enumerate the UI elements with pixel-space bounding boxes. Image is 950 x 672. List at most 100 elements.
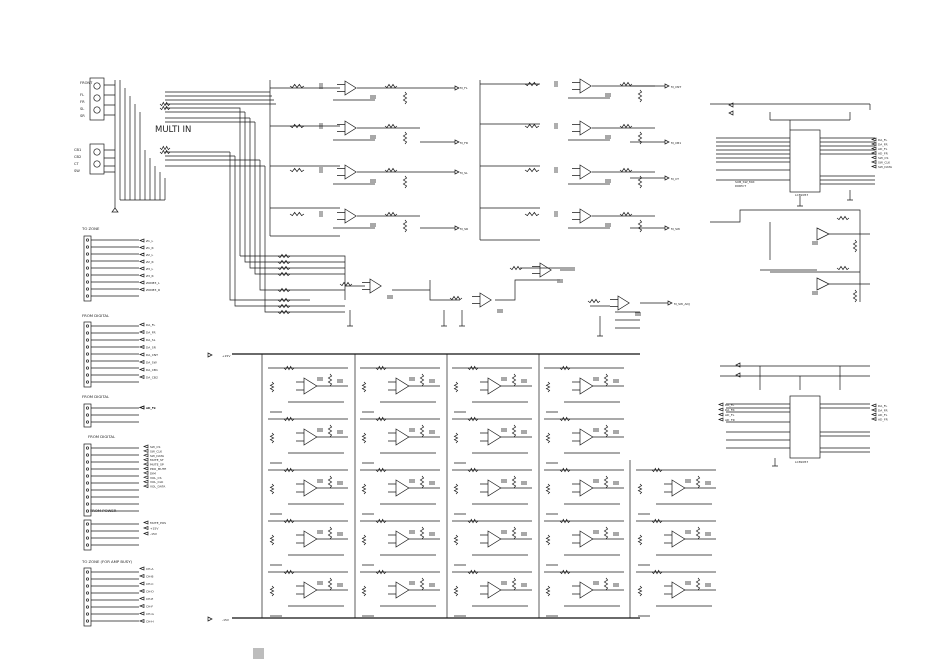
sub-sw-label: SUB_SW_MIX [735, 180, 755, 184]
signal-arrow [143, 484, 149, 489]
capacitor [613, 379, 619, 383]
capacitor [554, 123, 558, 129]
opamp-input-wires [337, 168, 345, 176]
resistor [545, 534, 551, 546]
opamp-input-wires [572, 168, 580, 176]
resistor [651, 467, 663, 473]
connector-pin [85, 420, 90, 424]
connector-pin [85, 488, 90, 492]
signal-arrow [139, 344, 145, 350]
connector-pin [85, 273, 90, 277]
grid-wire [546, 436, 624, 464]
opamp-symbol [539, 262, 552, 278]
grid-wire [454, 589, 532, 617]
opamp-input-wires [480, 432, 488, 442]
signal-arrow [139, 581, 145, 586]
from-digital-signal: DA_SR [146, 346, 156, 350]
capacitor [409, 428, 415, 432]
jack-label-cb1: CB1 [74, 148, 81, 152]
capacitor [521, 430, 527, 434]
rail-neg-label: -15V [222, 618, 230, 622]
opamp-symbol [303, 479, 318, 497]
resistor [545, 585, 551, 597]
capacitor [429, 481, 435, 485]
connector-pin [85, 345, 90, 349]
opamp-input-wires [664, 534, 672, 544]
capacitor [429, 583, 435, 587]
opamp-input-wires [572, 483, 580, 493]
resistor [467, 467, 479, 473]
resistor [467, 518, 479, 524]
resistor [453, 432, 459, 444]
signal-arrow [139, 352, 145, 357]
opamp-input-wires [572, 432, 580, 442]
connector-body [83, 235, 92, 302]
capacitor [685, 530, 691, 534]
ic-input-label: AD_FL [725, 413, 735, 417]
connector-body [83, 321, 92, 388]
zone-amp-signal: CH-G [146, 612, 155, 616]
resistor [587, 298, 601, 304]
resistor [603, 424, 609, 438]
opamp-input-wires [388, 432, 396, 442]
from-digital-signal: DA_CNT [146, 353, 158, 357]
resistor [159, 105, 171, 111]
connector-pin [85, 331, 90, 335]
resistor [511, 424, 517, 438]
resistor [511, 475, 517, 489]
opamp-input-wires [480, 381, 488, 391]
resistor [159, 149, 171, 155]
to-zone-signal: Z3_R [146, 274, 154, 278]
capacitor [409, 377, 415, 381]
opamp-symbol [303, 428, 318, 446]
out-m-sw: M_SW [671, 227, 680, 231]
from-digital-pair: AD_FL [146, 406, 156, 410]
from-digital-signal: DA_CB2 [146, 376, 158, 380]
capacitor [337, 379, 343, 383]
feedback-wire [568, 215, 655, 229]
resistor [511, 373, 517, 387]
capacitor [319, 211, 323, 217]
resistor [695, 577, 701, 591]
capacitor [429, 379, 435, 383]
ic-pin-label: AD_FR [878, 152, 888, 156]
signal-arrow [871, 164, 877, 169]
connector-pin [85, 453, 90, 457]
jack-label-sr: SR [80, 114, 85, 118]
resistor [361, 534, 367, 546]
zone-amp-signal: CH-F [146, 605, 153, 609]
section-from-power: FROM POWER [90, 508, 117, 513]
jack-label-sw: SW [74, 169, 80, 173]
signal-arrow [139, 359, 145, 365]
out-m-cnt: M_CNT [671, 85, 681, 89]
resistor [467, 365, 479, 371]
resistor [269, 432, 275, 444]
signal-arrow [718, 417, 724, 422]
section-from-digital-3: FROM DIGITAL [88, 434, 116, 439]
opamp-symbol [479, 292, 492, 308]
resistor [524, 81, 540, 87]
resistor [327, 373, 333, 387]
capacitor [370, 223, 376, 227]
grid-wire [362, 436, 440, 464]
resistor [637, 585, 643, 597]
capacitor [685, 479, 691, 483]
signal-arrow [871, 141, 877, 147]
connector-pin [85, 359, 90, 363]
from-digital-signal: DA_CB1 [146, 368, 158, 372]
opamp-symbol [579, 164, 592, 180]
resistor [289, 167, 305, 173]
resistor [327, 526, 333, 540]
out-m-fl: M_FL [460, 86, 468, 90]
grid-wire [362, 538, 440, 566]
signal-arrow [143, 479, 149, 484]
opamp-input-wires [472, 296, 480, 304]
capacitor [705, 532, 711, 536]
resistor [375, 365, 387, 371]
signal-arrow [718, 402, 724, 407]
connector-body [83, 567, 92, 627]
resistor [269, 381, 275, 393]
section-to-zone: TO ZONE [81, 226, 100, 231]
jack-label-ct: CT [74, 162, 80, 166]
signal-arrow [143, 462, 149, 467]
